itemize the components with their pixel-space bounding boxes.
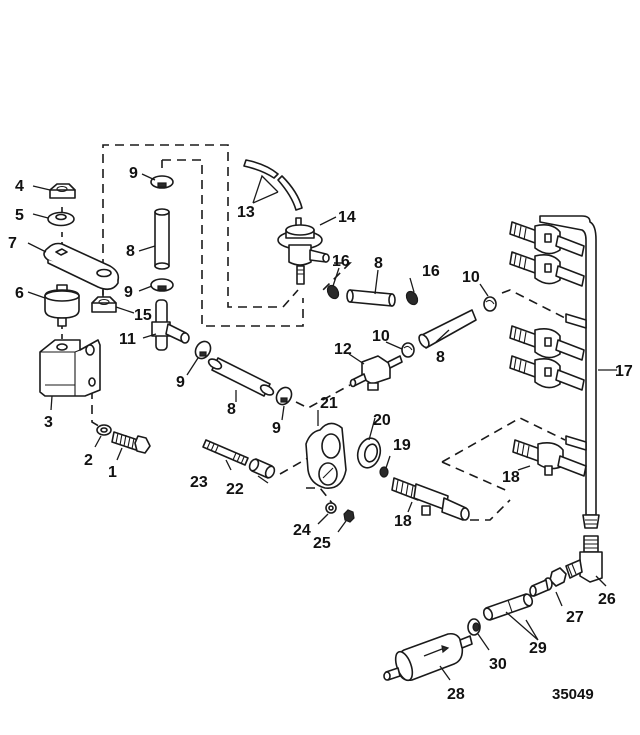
callout-12: 12 <box>334 341 352 358</box>
callout-25: 25 <box>313 535 331 552</box>
part-8-hose-vertical <box>154 208 170 270</box>
part-30-hose-clamp <box>467 618 481 636</box>
callout-9-lower-left: 9 <box>176 374 185 391</box>
part-2-lock-washer <box>96 424 112 436</box>
callout-1: 1 <box>108 464 117 481</box>
fuel-injector-middle-1 <box>509 325 585 361</box>
part-23-stud <box>202 439 249 466</box>
callout-9-lower-right: 9 <box>272 420 281 437</box>
callout-8-vertical: 8 <box>126 243 135 260</box>
figure-number: 35049 <box>552 686 594 703</box>
part-29-fuel-hose <box>482 593 534 621</box>
callout-10-upper: 10 <box>462 269 480 286</box>
part-5-washer <box>47 211 75 227</box>
part-3-bracket-block <box>39 339 101 397</box>
callout-18-right: 18 <box>502 469 520 486</box>
part-16-hose-clamp-right <box>405 290 419 306</box>
part-4-hex-nut <box>49 183 76 199</box>
part-22-spacer-sleeve <box>248 458 276 479</box>
part-7-strap-plate <box>43 242 120 291</box>
callout-29: 29 <box>529 640 547 657</box>
dash-line-injector-box <box>441 417 566 521</box>
callout-14: 14 <box>338 209 356 226</box>
part-19-o-ring <box>379 466 389 478</box>
callout-17: 17 <box>615 363 633 380</box>
part-9-hose-clamp-mid <box>150 278 174 292</box>
callout-labels: 4 5 7 6 15 3 2 1 9 8 9 11 9 8 9 13 14 16… <box>8 165 633 703</box>
callout-8-short: 8 <box>374 255 383 272</box>
rail-inlet-stub <box>565 313 587 329</box>
callout-21: 21 <box>320 395 338 412</box>
callout-20: 20 <box>373 412 391 429</box>
callout-23: 23 <box>190 474 208 491</box>
fuel-injector-middle-2 <box>509 355 585 391</box>
callout-13: 13 <box>237 204 255 221</box>
part-25-nut <box>343 509 355 523</box>
part-17-fuel-rail <box>539 215 600 529</box>
fuel-injector-upper-2 <box>509 251 585 287</box>
part-13-vacuum-hose <box>243 159 303 211</box>
dash-line-retainer-to-washer <box>306 487 333 504</box>
leader-lines <box>27 173 617 681</box>
callout-18-lower: 18 <box>394 513 412 530</box>
callout-8-diagonal: 8 <box>227 401 236 418</box>
callout-3: 3 <box>44 414 53 431</box>
callout-9-mid: 9 <box>124 284 133 301</box>
dash-line-inner-loop <box>161 159 304 327</box>
part-14-pressure-regulator <box>277 217 330 285</box>
callout-2: 2 <box>84 452 93 469</box>
callout-4: 4 <box>15 178 24 195</box>
callout-11: 11 <box>119 331 136 348</box>
part-28-fuel-filter <box>383 632 473 682</box>
part-8-hose-diagonal-left <box>207 357 275 397</box>
fuel-injector-group-middle <box>509 313 587 391</box>
part-18-fuel-injector-right <box>512 435 587 477</box>
callout-10-lower: 10 <box>372 328 390 345</box>
part-9-hose-clamp-lower-left <box>194 340 212 360</box>
callout-16-left: 16 <box>332 253 350 270</box>
callout-24: 24 <box>293 522 311 539</box>
part-10-hose-clamp-lower <box>401 342 415 358</box>
callout-5: 5 <box>15 207 24 224</box>
part-9-hose-clamp-upper <box>150 175 174 189</box>
part-21-injector-retainer <box>305 422 347 489</box>
callout-15: 15 <box>134 307 152 324</box>
part-16-hose-clamp-left <box>326 284 340 300</box>
callout-16-right: 16 <box>422 263 440 280</box>
callout-6: 6 <box>15 285 24 302</box>
part-27-connector-fitting <box>529 567 567 597</box>
part-8-hose-short <box>346 289 396 307</box>
part-24-washer <box>325 502 337 514</box>
dash-line-clamp10-to-rail <box>501 289 566 319</box>
dash-line-regulator-outlet <box>322 262 352 291</box>
callout-8-right: 8 <box>436 349 445 366</box>
callout-30: 30 <box>489 656 507 673</box>
dash-line-spacer-to-retainer <box>279 457 309 475</box>
part-26-elbow-fitting <box>565 535 603 583</box>
part-15-lock-nut <box>91 296 117 313</box>
callout-26: 26 <box>598 591 616 608</box>
callout-7: 7 <box>8 235 17 252</box>
callout-9-top: 9 <box>129 165 138 182</box>
part-8-hose-right <box>418 309 477 349</box>
callout-27: 27 <box>566 609 584 626</box>
fuel-injector-group-upper <box>509 221 585 287</box>
part-12-tee-fitting <box>349 355 403 391</box>
dash-line-tee12-to-clamp9 <box>295 384 351 409</box>
dash-line-bracket-to-washer <box>91 390 103 429</box>
part-18-fuel-injector-lower <box>391 477 470 521</box>
part-20-seal <box>356 437 382 469</box>
part-1-bolt <box>111 431 151 454</box>
callout-19: 19 <box>393 437 411 454</box>
callout-22: 22 <box>226 481 244 498</box>
part-6-isolator-mount <box>44 284 80 327</box>
fuel-injector-upper-1 <box>509 221 585 257</box>
callout-28: 28 <box>447 686 465 703</box>
part-11-tee-fitting <box>151 299 190 351</box>
dash-line-outer-loop <box>102 144 299 308</box>
part-9-hose-clamp-lower-right <box>275 386 293 406</box>
part-10-hose-clamp-upper <box>483 296 497 312</box>
